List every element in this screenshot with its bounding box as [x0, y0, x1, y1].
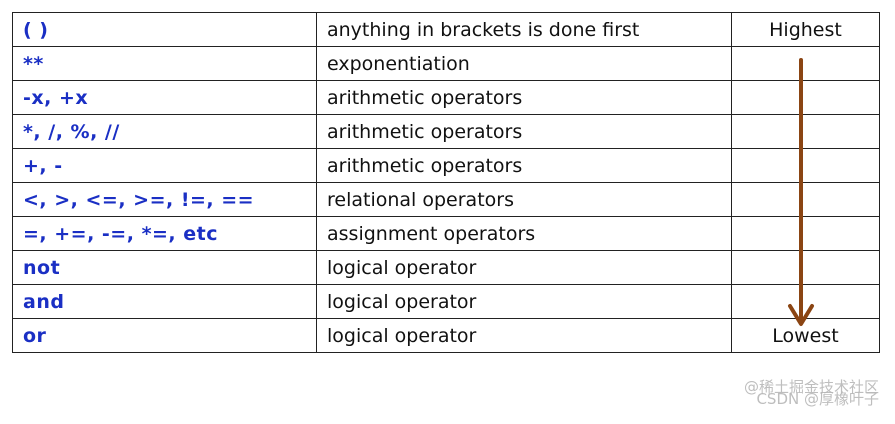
table-row: not logical operator	[12, 250, 880, 285]
operator-cell: **	[12, 46, 317, 81]
operator-cell: =, +=, -=, *=, etc	[12, 216, 317, 251]
table-row: +, - arithmetic operators	[12, 148, 880, 183]
description-cell: anything in brackets is done first	[316, 12, 732, 47]
rank-cell	[731, 284, 880, 319]
description-cell: logical operator	[316, 284, 732, 319]
operator-precedence-table: ( ) anything in brackets is done first H…	[12, 12, 880, 353]
rank-cell	[731, 80, 880, 115]
watermark-line-2: CSDN @厚橡叶子	[756, 390, 879, 408]
rank-cell	[731, 148, 880, 183]
operator-cell: +, -	[12, 148, 317, 183]
description-cell: relational operators	[316, 182, 732, 217]
operator-cell: ( )	[12, 12, 317, 47]
description-cell: arithmetic operators	[316, 80, 732, 115]
description-cell: assignment operators	[316, 216, 732, 251]
operator-cell: not	[12, 250, 317, 285]
table-row: <, >, <=, >=, !=, == relational operator…	[12, 182, 880, 217]
description-cell: arithmetic operators	[316, 148, 732, 183]
table-row: or logical operator Lowest	[12, 318, 880, 353]
table-row: ** exponentiation	[12, 46, 880, 81]
table-row: and logical operator	[12, 284, 880, 319]
description-cell: logical operator	[316, 250, 732, 285]
description-cell: arithmetic operators	[316, 114, 732, 149]
operator-cell: *, /, %, //	[12, 114, 317, 149]
rank-cell	[731, 46, 880, 81]
description-cell: logical operator	[316, 318, 732, 353]
precedence-highest-label: Highest	[731, 12, 880, 47]
operator-cell: and	[12, 284, 317, 319]
operator-cell: <, >, <=, >=, !=, ==	[12, 182, 317, 217]
rank-cell	[731, 182, 880, 217]
description-cell: exponentiation	[316, 46, 732, 81]
table-row: -x, +x arithmetic operators	[12, 80, 880, 115]
operator-cell: -x, +x	[12, 80, 317, 115]
rank-cell	[731, 250, 880, 285]
table-row: ( ) anything in brackets is done first H…	[12, 12, 880, 47]
watermark: @稀土掘金技术社区 CSDN @厚橡叶子	[689, 380, 879, 414]
table-row: *, /, %, // arithmetic operators	[12, 114, 880, 149]
operator-cell: or	[12, 318, 317, 353]
watermark-line-1: @稀土掘金技术社区	[743, 378, 879, 396]
precedence-lowest-label: Lowest	[731, 318, 880, 353]
rank-cell	[731, 114, 880, 149]
rank-cell	[731, 216, 880, 251]
table-row: =, +=, -=, *=, etc assignment operators	[12, 216, 880, 251]
